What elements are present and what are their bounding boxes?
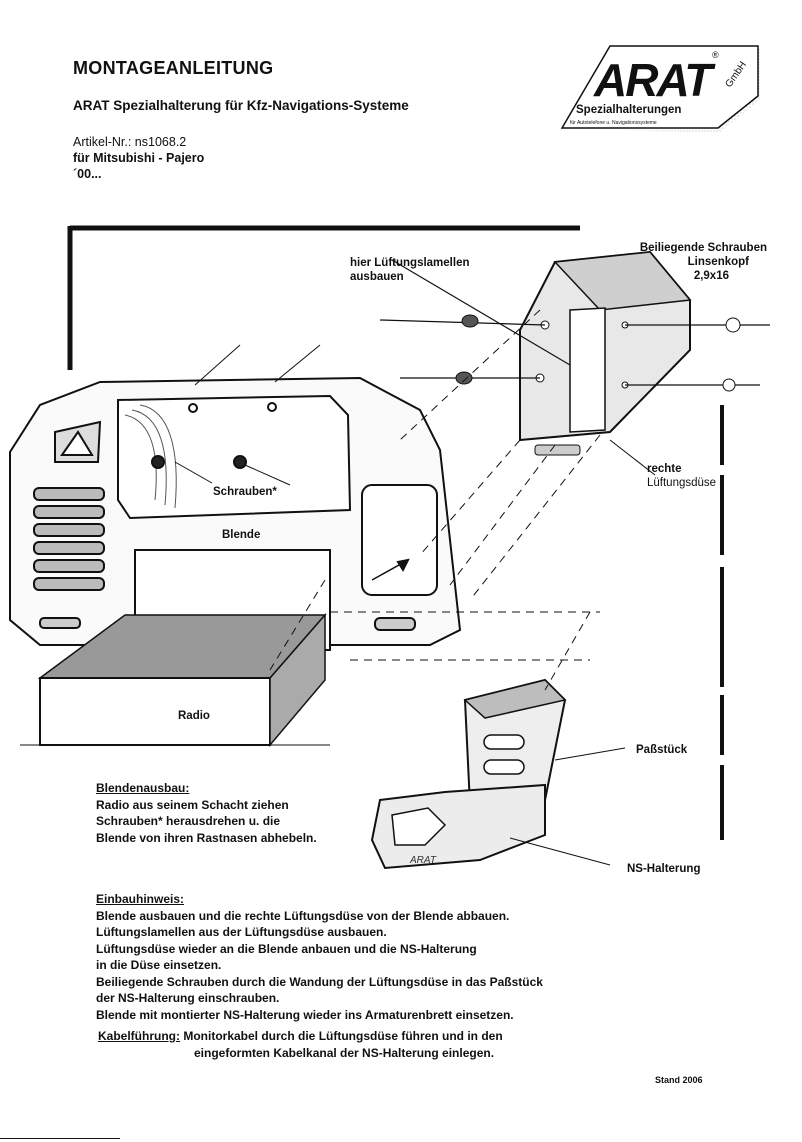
logo-line2: für Autotelefone u. Navigationssysteme — [570, 120, 657, 126]
cable-heading: Kabelführung: — [98, 1029, 180, 1043]
arat-logo: ARAT ® GmbH Spezialhalterungen für Autot… — [560, 45, 760, 132]
model-year: ´00... — [73, 167, 102, 181]
label-ns-holder: NS-Halterung — [627, 863, 701, 875]
install-heading: Einbauhinweis: — [96, 892, 185, 906]
removal-heading: Blendenausbau: — [96, 781, 190, 795]
holder-emboss: ARAT — [409, 855, 437, 866]
logo-registered: ® — [712, 50, 719, 60]
logo-line1: Spezialhalterungen — [576, 104, 681, 116]
article-info: Artikel-Nr.: ns1068.2 für Mitsubishi - P… — [73, 134, 204, 182]
leader-lines — [174, 439, 656, 866]
label-fitting: Paßstück — [636, 744, 688, 756]
frame-lines — [20, 225, 724, 840]
label-right-vent: rechte Lüftungsdüse — [647, 463, 717, 489]
label-radio: Radio — [178, 710, 210, 722]
bottom-rule — [0, 1138, 120, 1139]
logo-brand: ARAT — [593, 54, 716, 106]
label-screws-star: Schrauben* — [213, 486, 277, 498]
document-title: MONTAGEANLEITUNG — [73, 58, 274, 78]
blende-panel — [9, 344, 462, 651]
removal-section: Blendenausbau: Radio aus seinem Schacht … — [96, 781, 317, 845]
label-supplied-screws: Beiliegende Schrauben Linsenkopf 2,9x16 — [639, 242, 767, 282]
vehicle-model: für Mitsubishi - Pajero — [73, 151, 205, 165]
screws — [379, 259, 770, 392]
guide-lines — [269, 309, 601, 691]
document-subtitle: ARAT Spezialhalterung für Kfz-Navigation… — [73, 98, 409, 113]
stand-date: Stand 2006 — [655, 1075, 703, 1085]
ns-holder-assembly: ARAT — [370, 678, 567, 870]
label-vent-slats: hier Lüftungslamellen ausbauen — [350, 257, 470, 283]
article-number: Artikel-Nr.: ns1068.2 — [73, 135, 187, 149]
label-blende: Blende — [222, 529, 261, 541]
radio-unit — [37, 613, 327, 748]
cable-section: Kabelführung: Monitorkabel durch die Lüf… — [98, 1029, 503, 1060]
right-air-vent — [519, 250, 692, 456]
exploded-assembly-diagram: ARAT — [9, 225, 770, 870]
install-section: Einbauhinweis: Blende ausbauen und die r… — [96, 892, 543, 1022]
